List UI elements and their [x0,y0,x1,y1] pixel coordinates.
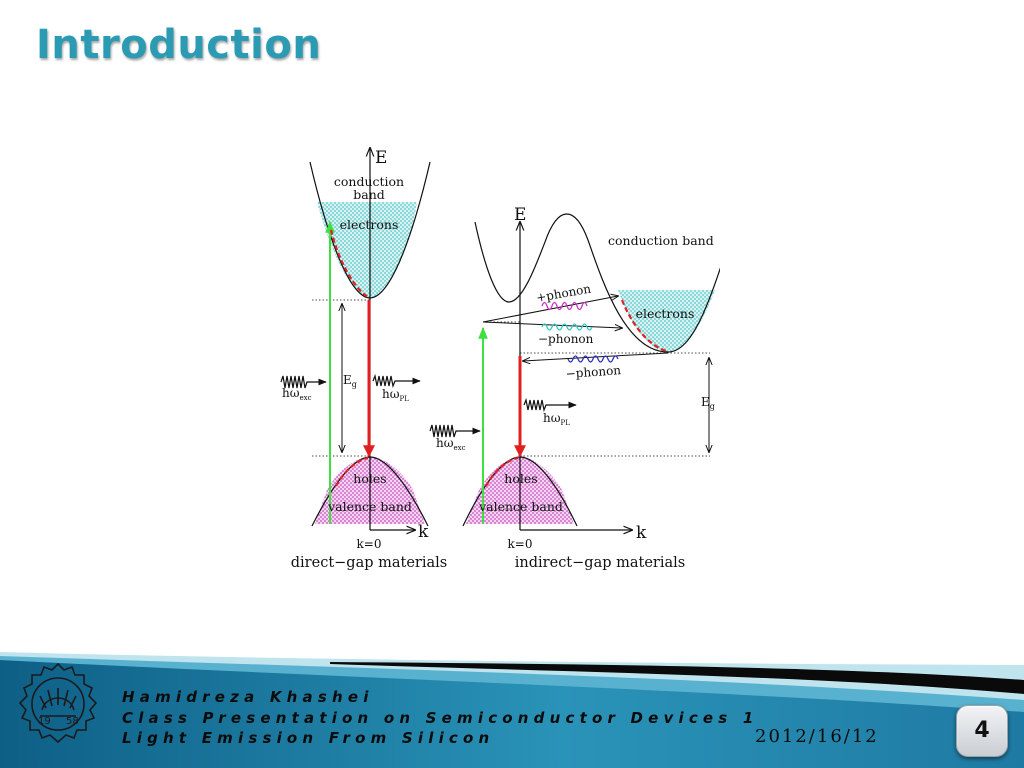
momentum-axis-label: k [418,522,429,542]
valence-band-label: valence band [478,499,563,514]
band-diagram: E k conduction band electrons Eg hωexc h… [280,140,720,571]
electron-fill [618,290,715,352]
footer-topic: Light Emission From Silicon [122,729,495,747]
university-logo-icon: 19 58 [18,662,98,744]
logo-year-right: 58 [66,716,79,727]
plus-phonon-wave [541,301,588,311]
minus-phonon-wave-1 [541,323,593,331]
minus-phonon-label-2: −phonon [565,363,621,381]
excitation-label: hωexc [282,386,312,402]
valence-band-label: valence band [327,499,412,514]
momentum-axis-label: k [636,523,647,543]
footer-band [0,652,1024,768]
conduction-band-label: conduction band [608,233,714,248]
conduction-band-curve [474,213,720,353]
logo-year-left: 19 [38,716,51,727]
electron-relaxation-path [329,229,369,298]
conduction-band-label-2: band [353,187,385,202]
holes-label: holes [504,471,537,486]
emission-label: hωPL [382,387,409,403]
energy-axis-label: E [514,205,526,225]
conduction-band-label-1: conduction [334,174,404,189]
direct-gap-panel: E k conduction band electrons Eg hωexc h… [280,148,447,571]
k-zero-label: k=0 [357,537,382,551]
minus-phonon-wave-2 [567,355,619,363]
slide-title: Introduction [36,22,322,68]
direct-gap-caption: direct−gap materials [291,555,447,571]
excitation-photon-wave [280,375,327,389]
indirect-gap-panel: E k conduction band +phonon −phonon −pho… [429,205,720,571]
emission-photon-wave [523,397,577,413]
minus-phonon-label-1: −phonon [538,332,594,346]
footer-date: 2012/16/12 [755,726,879,747]
hole-relaxation-path [485,456,519,487]
band-gap-label: Eg [343,373,357,389]
excitation-label: hωexc [436,436,466,452]
electrons-label: electrons [636,306,695,321]
hole-relaxation-path [335,456,369,487]
footer-course: Class Presentation on Semiconductor Devi… [122,709,759,727]
footer-author: Hamidreza Khashei [122,688,374,706]
electron-fill [317,202,417,298]
electrons-label: electrons [340,217,399,232]
band-gap-label: Eg [701,395,715,411]
phonon-return-arrow [523,352,669,361]
holes-label: holes [353,471,386,486]
plus-phonon-label: +phonon [535,282,592,305]
page-number-badge: 4 [956,705,1008,757]
k-zero-label: k=0 [508,537,533,551]
emission-photon-wave [372,373,421,389]
energy-axis-label: E [375,148,387,168]
emission-label: hωPL [543,411,570,427]
excitation-photon-wave [429,424,481,438]
indirect-gap-caption: indirect−gap materials [515,555,685,571]
